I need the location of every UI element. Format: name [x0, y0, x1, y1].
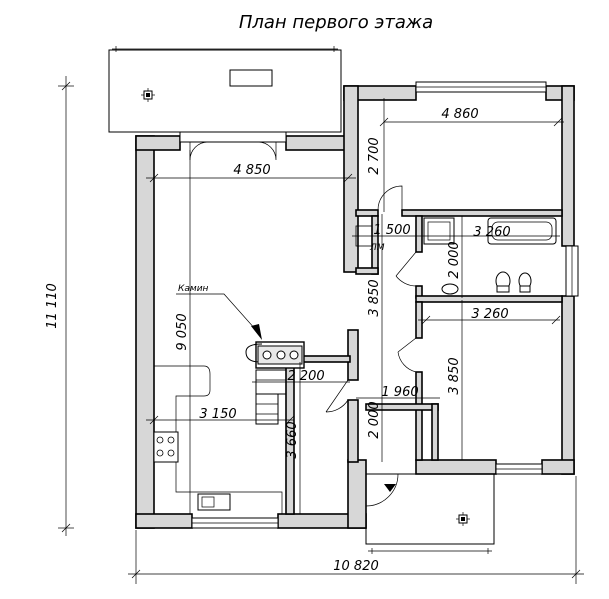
- dim-room1-depth: 2 700: [367, 137, 382, 174]
- fireplace-leader: [176, 293, 257, 331]
- hatch-label: ЛМ: [369, 243, 385, 253]
- column-marker-icon: [456, 512, 470, 526]
- dim-corridor-width: 1 500: [373, 223, 410, 238]
- dimension-lines: [58, 76, 584, 584]
- kitchen-counter: [153, 365, 283, 514]
- dimension-labels: 4 860 2 700 4 850 9 050 1 500 3 260 2 00…: [45, 107, 511, 574]
- terrace-doors: [189, 141, 277, 161]
- terrace-canopy: [108, 46, 342, 133]
- dim-room2-width: 3 260: [471, 307, 508, 322]
- dim-kitchen-width: 3 150: [199, 407, 236, 422]
- toilet-icon: [495, 271, 511, 293]
- column-marker-icon: [141, 88, 155, 102]
- sink-icon: [441, 283, 459, 295]
- dim-vestibule-depth: 2 000: [367, 401, 382, 438]
- plan-title: План первого этажа: [239, 12, 433, 33]
- stairs: [255, 369, 287, 425]
- dim-hall-depth: 3 850: [367, 279, 382, 316]
- dim-kitchen-depth: 3 660: [285, 421, 300, 458]
- fireplace-label: Камин: [178, 284, 209, 294]
- bathroom-fixtures: [423, 217, 557, 295]
- interior-doors: [325, 185, 417, 507]
- dim-bath-width: 3 260: [473, 225, 510, 240]
- dim-room1-width: 4 860: [441, 107, 478, 122]
- stove-icon: [156, 436, 175, 457]
- dim-total-width: 10 820: [333, 559, 379, 574]
- dim-stair-width: 2 200: [287, 369, 324, 384]
- fireplace: [245, 343, 303, 365]
- exterior-walls: [135, 85, 575, 529]
- dim-living-width: 4 850: [233, 163, 270, 178]
- bidet-icon: [518, 272, 532, 293]
- fireplace-arrow-icon: [251, 324, 262, 340]
- dim-vestibule-width: 1 960: [381, 385, 418, 400]
- dim-total-depth: 11 110: [45, 283, 60, 329]
- kitchen-sink-icon: [197, 493, 231, 511]
- dim-living-depth: 9 050: [175, 313, 190, 350]
- dim-room2-depth: 3 850: [447, 357, 462, 394]
- porch: [365, 473, 495, 554]
- dim-bath-depth: 2 000: [447, 241, 462, 278]
- windows: [179, 81, 579, 529]
